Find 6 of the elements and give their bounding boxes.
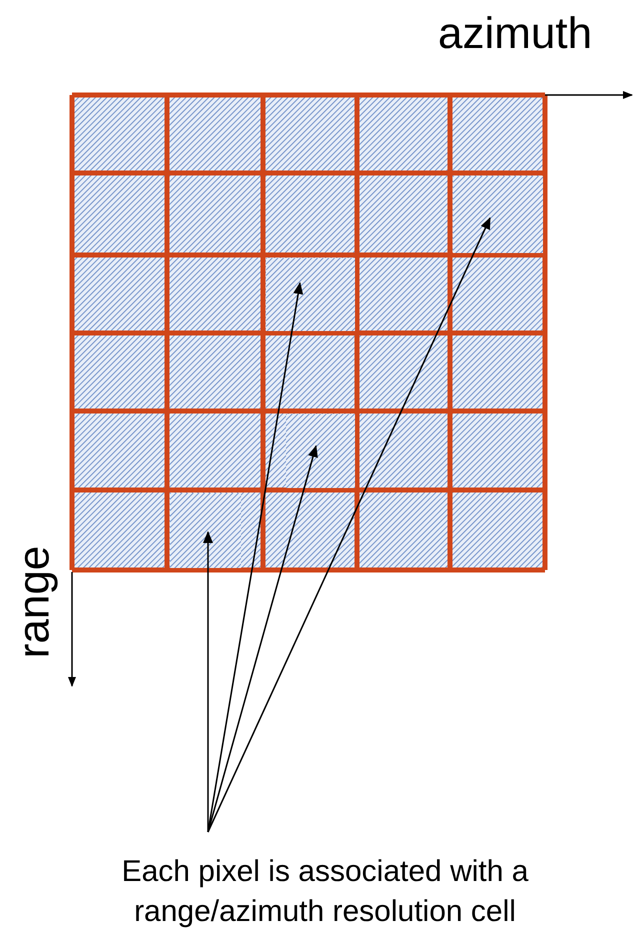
caption-text: Each pixel is associated with a range/azimuth resolution cell xyxy=(120,854,530,930)
arrow xyxy=(207,217,491,832)
arrow xyxy=(207,445,318,832)
axis-label: range xyxy=(10,546,58,658)
arrow xyxy=(203,531,213,832)
axis-label: azimuth xyxy=(438,10,592,58)
